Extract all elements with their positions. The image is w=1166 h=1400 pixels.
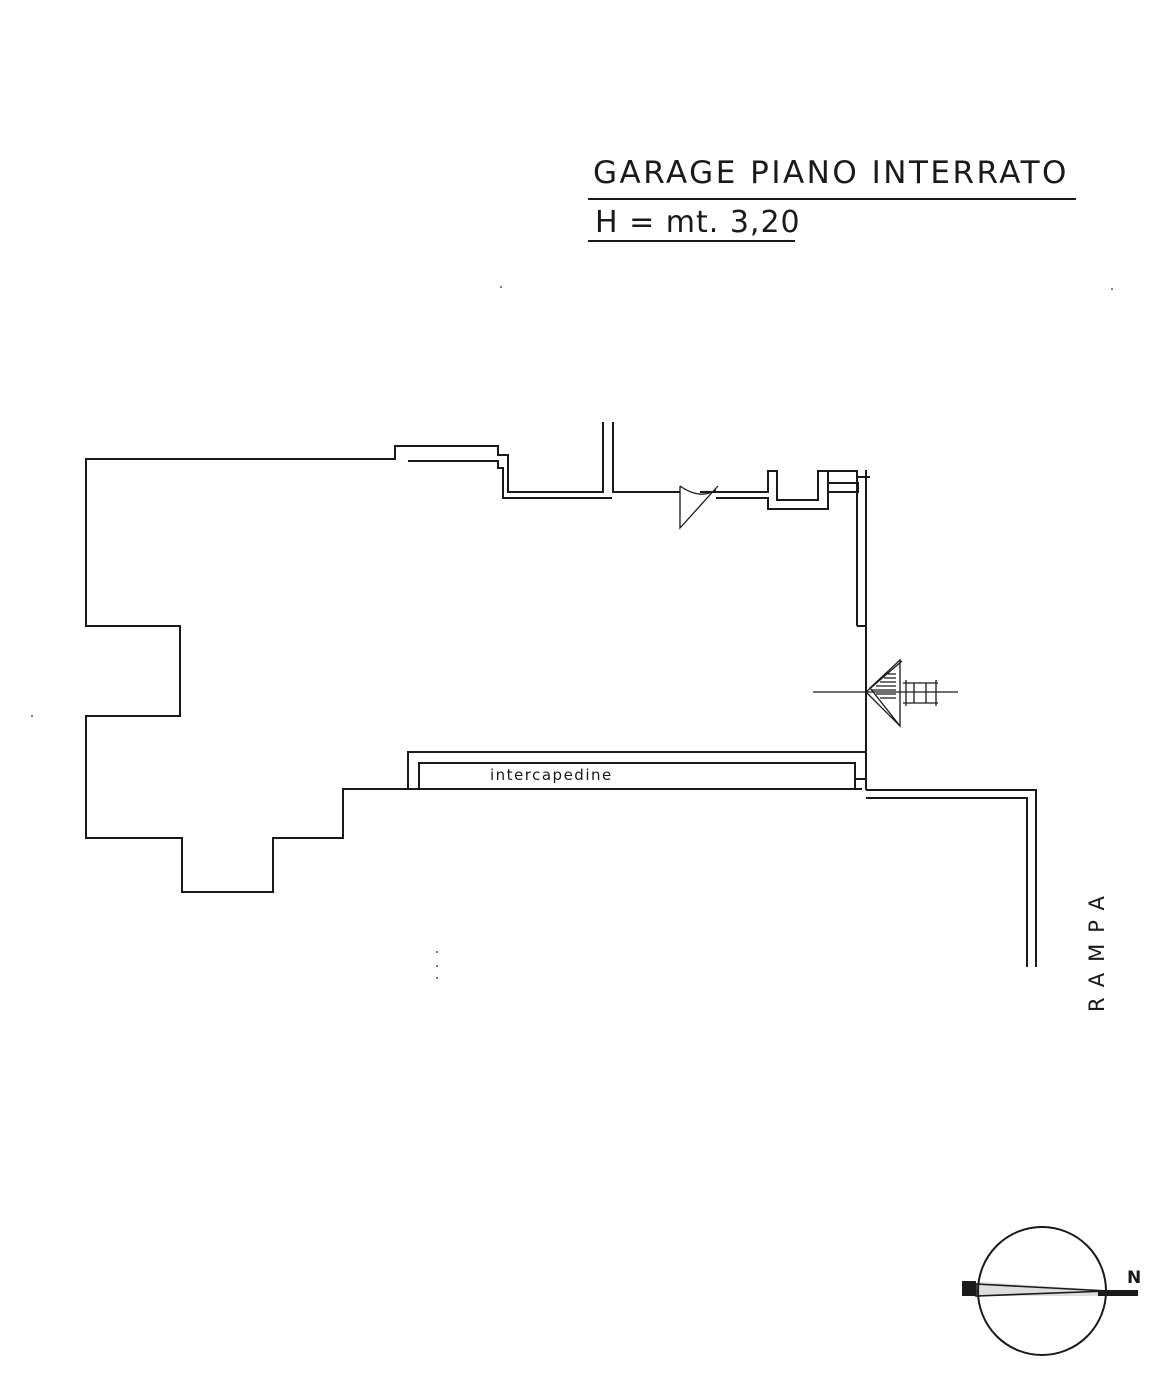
outer-wall [85,422,862,893]
scan-speck [500,286,502,288]
scan-speck [31,715,33,717]
intercapedine-outline [407,751,866,789]
scan-speck [1111,288,1113,290]
scan-speck [436,977,438,979]
ramp-label: RAMPA [1085,885,1109,1012]
plan-title: GARAGE PIANO INTERRATO [593,155,1069,191]
door-swing-top [679,485,719,530]
north-label: N [1127,1268,1141,1288]
upper-right-wall [700,470,859,510]
door-swing-right [865,658,903,728]
right-wall [856,470,867,790]
stair-hatch [872,673,896,699]
north-arrow-icon: N [962,1226,1141,1356]
scan-speck [436,965,438,967]
scan-speck [436,951,438,953]
intercapedine-label: intercapedine [490,766,613,784]
inner-wall [612,422,680,493]
wall-notch-top [408,460,612,499]
step-rail [903,680,938,706]
ceiling-height-label: H = mt. 3,20 [595,205,801,240]
ramp-wall [866,789,1037,967]
